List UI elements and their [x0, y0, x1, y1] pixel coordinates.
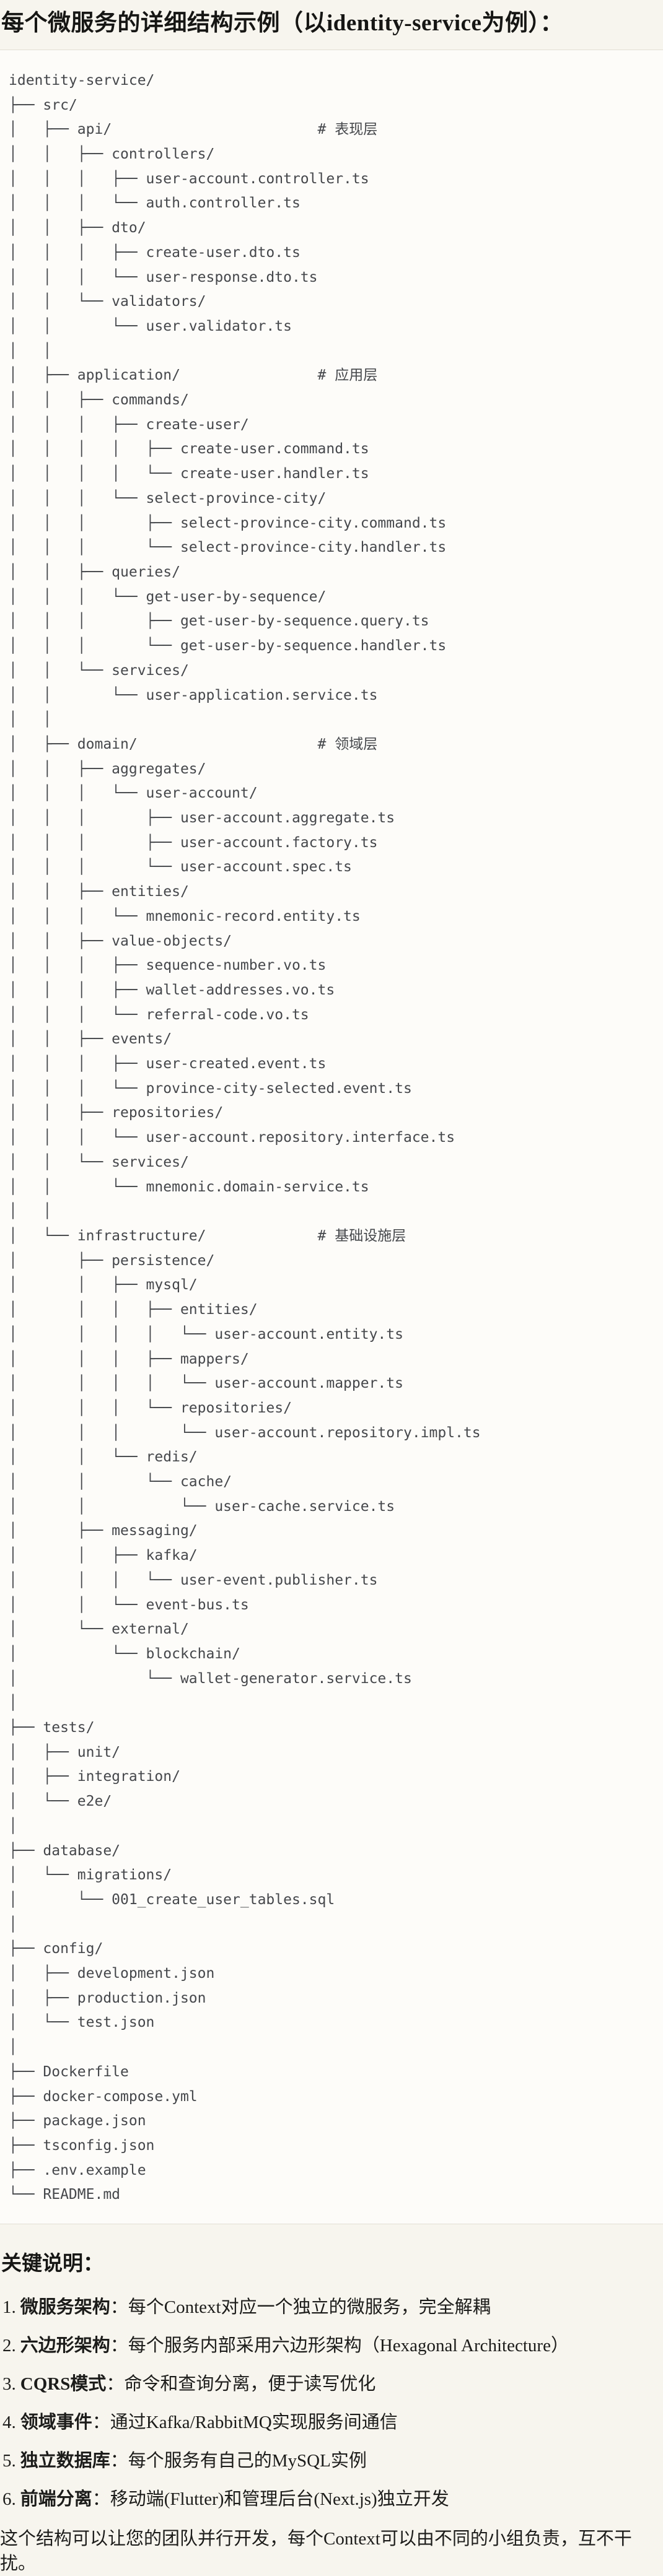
- note-text: ：每个Context对应一个独立的微服务，完全解耦: [110, 2297, 491, 2318]
- note-number: 2.: [2, 2336, 16, 2356]
- page-title: 每个微服务的详细结构示例（以identity-service为例）：: [1, 11, 563, 36]
- note-label: CQRS模式: [20, 2374, 107, 2395]
- directory-tree: identity-service/ ├── src/ │ ├── api/ # …: [9, 72, 481, 2203]
- note-item-hexagonal: 2.六边形架构：每个服务内部采用六边形架构（Hexagonal Architec…: [2, 2333, 663, 2358]
- note-item-microservice: 1.微服务架构：每个Context对应一个独立的微服务，完全解耦: [2, 2295, 663, 2320]
- note-text: ：移动端(Flutter)和管理后台(Next.js)独立开发: [92, 2489, 449, 2510]
- note-text: ：通过Kafka/RabbitMQ实现服务间通信: [92, 2413, 398, 2433]
- note-text: ：每个服务内部采用六边形架构（Hexagonal Architecture）: [110, 2336, 569, 2356]
- notes-heading: 关键说明：: [1, 2253, 103, 2276]
- code-block: identity-service/ ├── src/ │ ├── api/ # …: [0, 49, 663, 2225]
- note-number: 1.: [2, 2297, 16, 2318]
- note-text: ：每个服务有自己的MySQL实例: [110, 2451, 367, 2471]
- note-label: 六边形架构: [20, 2336, 110, 2356]
- note-label: 领域事件: [20, 2413, 92, 2433]
- note-item-domain-events: 4.领域事件：通过Kafka/RabbitMQ实现服务间通信: [2, 2410, 663, 2435]
- note-item-independent-db: 5.独立数据库：每个服务有自己的MySQL实例: [2, 2448, 663, 2473]
- closing-paragraph: 这个结构可以让您的团队并行开发，每个Context可以由不同的小组负责，互不干扰…: [0, 2529, 632, 2574]
- note-number: 6.: [2, 2489, 16, 2510]
- note-number: 4.: [2, 2413, 16, 2433]
- note-text: ：命令和查询分离，便于读写优化: [106, 2374, 376, 2395]
- note-label: 前端分离: [20, 2489, 92, 2510]
- note-item-frontend-separation: 6.前端分离：移动端(Flutter)和管理后台(Next.js)独立开发: [2, 2487, 663, 2512]
- note-number: 3.: [2, 2374, 16, 2395]
- note-label: 微服务架构: [20, 2297, 110, 2318]
- note-item-cqrs: 3.CQRS模式：命令和查询分离，便于读写优化: [2, 2372, 663, 2396]
- note-number: 5.: [2, 2451, 16, 2471]
- notes-section: 关键说明： 1.微服务架构：每个Context对应一个独立的微服务，完全解耦 2…: [0, 2247, 663, 2512]
- note-label: 独立数据库: [20, 2451, 110, 2471]
